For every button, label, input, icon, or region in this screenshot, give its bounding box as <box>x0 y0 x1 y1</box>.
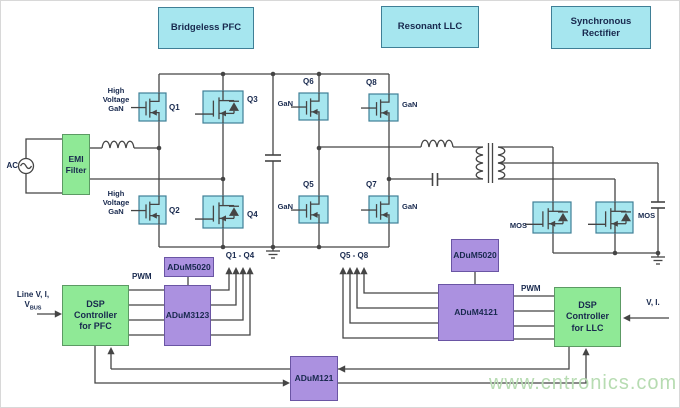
mos-label-left: MOS <box>509 221 527 230</box>
title-resonant-llc-label: Resonant LLC <box>397 21 463 33</box>
emi-filter-block: EMI Filter <box>62 134 90 195</box>
adum4121-block: ADuM4121 <box>438 284 514 341</box>
title-resonant-llc: Resonant LLC <box>381 6 479 48</box>
mos-label-right: MOS <box>638 211 656 220</box>
title-synchronous-rectifier: Synchronous Rectifier <box>551 6 651 49</box>
emi-line1: EMI <box>68 153 84 164</box>
adum5020-right-label: ADuM5020 <box>453 250 497 261</box>
q5-q8-label: Q5 - Q8 <box>339 251 369 260</box>
q3-transistor <box>195 90 244 124</box>
title-bridgeless-pfc-label: Bridgeless PFC <box>170 22 242 34</box>
vbus-label: VBUS <box>24 300 42 312</box>
q3-label: Q3 <box>247 95 258 104</box>
q5-label: Q5 <box>303 180 314 189</box>
ac-label: AC <box>6 161 18 170</box>
q2-transistor <box>131 195 167 225</box>
vi-label: V, I. <box>646 298 660 307</box>
q6-transistor <box>291 92 329 121</box>
dsp-llc-line1: DSP <box>578 300 597 311</box>
adum5020-left-block: ADuM5020 <box>164 257 214 277</box>
adum121-label: ADuM121 <box>294 373 334 384</box>
mos-right-transistor <box>588 201 634 234</box>
adum5020-left-label: ADuM5020 <box>167 261 211 272</box>
q1-q4-label: Q1 - Q4 <box>225 251 255 260</box>
gan-label-q8: GaN <box>402 100 418 109</box>
dsp-controller-llc-block: DSP Controller for LLC <box>554 287 621 347</box>
title-sync-line2: Rectifier <box>581 27 620 39</box>
gan-label-q5: GaN <box>277 202 293 211</box>
adum3123-label: ADuM3123 <box>165 310 210 321</box>
watermark: www.cntronics.com <box>489 372 678 394</box>
adum121-block: ADuM121 <box>290 356 338 401</box>
ac-source-icon <box>17 157 35 175</box>
q1-transistor <box>131 92 167 122</box>
q7-label: Q7 <box>366 180 377 189</box>
title-bridgeless-pfc: Bridgeless PFC <box>158 7 254 49</box>
q4-transistor <box>195 195 244 229</box>
dsp-pfc-line1: DSP <box>86 298 105 309</box>
dsp-llc-line3: for LLC <box>571 322 604 333</box>
q8-label: Q8 <box>366 78 377 87</box>
dsp-controller-pfc-block: DSP Controller for PFC <box>62 285 129 346</box>
q7-transistor <box>361 195 399 224</box>
q5-transistor <box>291 195 329 224</box>
q4-label: Q4 <box>247 210 258 219</box>
q6-label: Q6 <box>303 77 314 86</box>
line-vi-label: Line V, I, <box>16 290 50 299</box>
q2-label: Q2 <box>169 206 180 215</box>
adum3123-block: ADuM3123 <box>164 285 211 346</box>
dsp-pfc-line2: Controller <box>73 309 117 320</box>
dsp-pfc-line3: for PFC <box>79 321 112 332</box>
adum5020-right-block: ADuM5020 <box>451 239 499 272</box>
gan-label-q6: GaN <box>277 99 293 108</box>
pwm-label-llc: PWM <box>521 284 541 293</box>
q1-label: Q1 <box>169 103 180 112</box>
dsp-llc-line2: Controller <box>565 311 609 322</box>
q8-transistor <box>361 93 399 122</box>
title-sync-line1: Synchronous <box>570 15 632 27</box>
mos-left-transistor <box>525 201 572 234</box>
adum4121-label: ADuM4121 <box>454 307 498 318</box>
emi-line2: Filter <box>65 164 87 175</box>
gan-label-q7: GaN <box>402 202 418 211</box>
pwm-label-pfc: PWM <box>132 272 152 281</box>
